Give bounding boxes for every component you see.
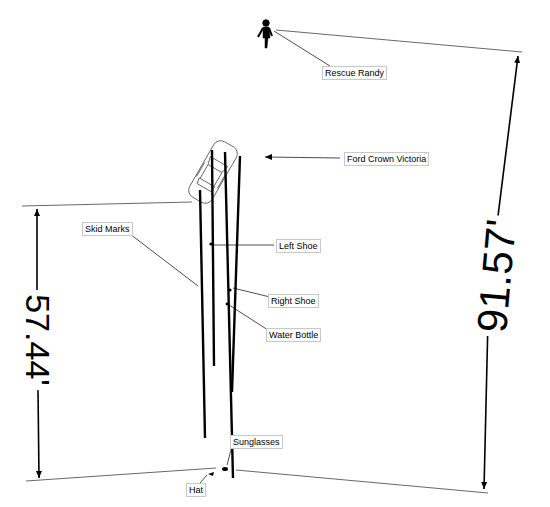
dummy-figure bbox=[258, 20, 272, 48]
skid-label: Skid Marks bbox=[82, 222, 133, 236]
skid-marks bbox=[200, 150, 240, 478]
item-label: Hat bbox=[186, 483, 206, 497]
item-label: Right Shoe bbox=[268, 294, 319, 308]
leader-lines bbox=[130, 31, 340, 483]
dimension-label: 91.57' bbox=[471, 214, 523, 338]
evidence-marks bbox=[208, 242, 232, 476]
item-label: Left Shoe bbox=[276, 239, 321, 253]
dimension-57 bbox=[22, 202, 216, 481]
item-label: Sunglasses bbox=[230, 435, 283, 449]
vehicle-label: Ford Crown Victoria bbox=[344, 152, 429, 166]
item-label: Water Bottle bbox=[266, 328, 321, 342]
dimension-label: 57.44' bbox=[21, 290, 55, 390]
dummy-label: Rescue Randy bbox=[322, 66, 387, 80]
